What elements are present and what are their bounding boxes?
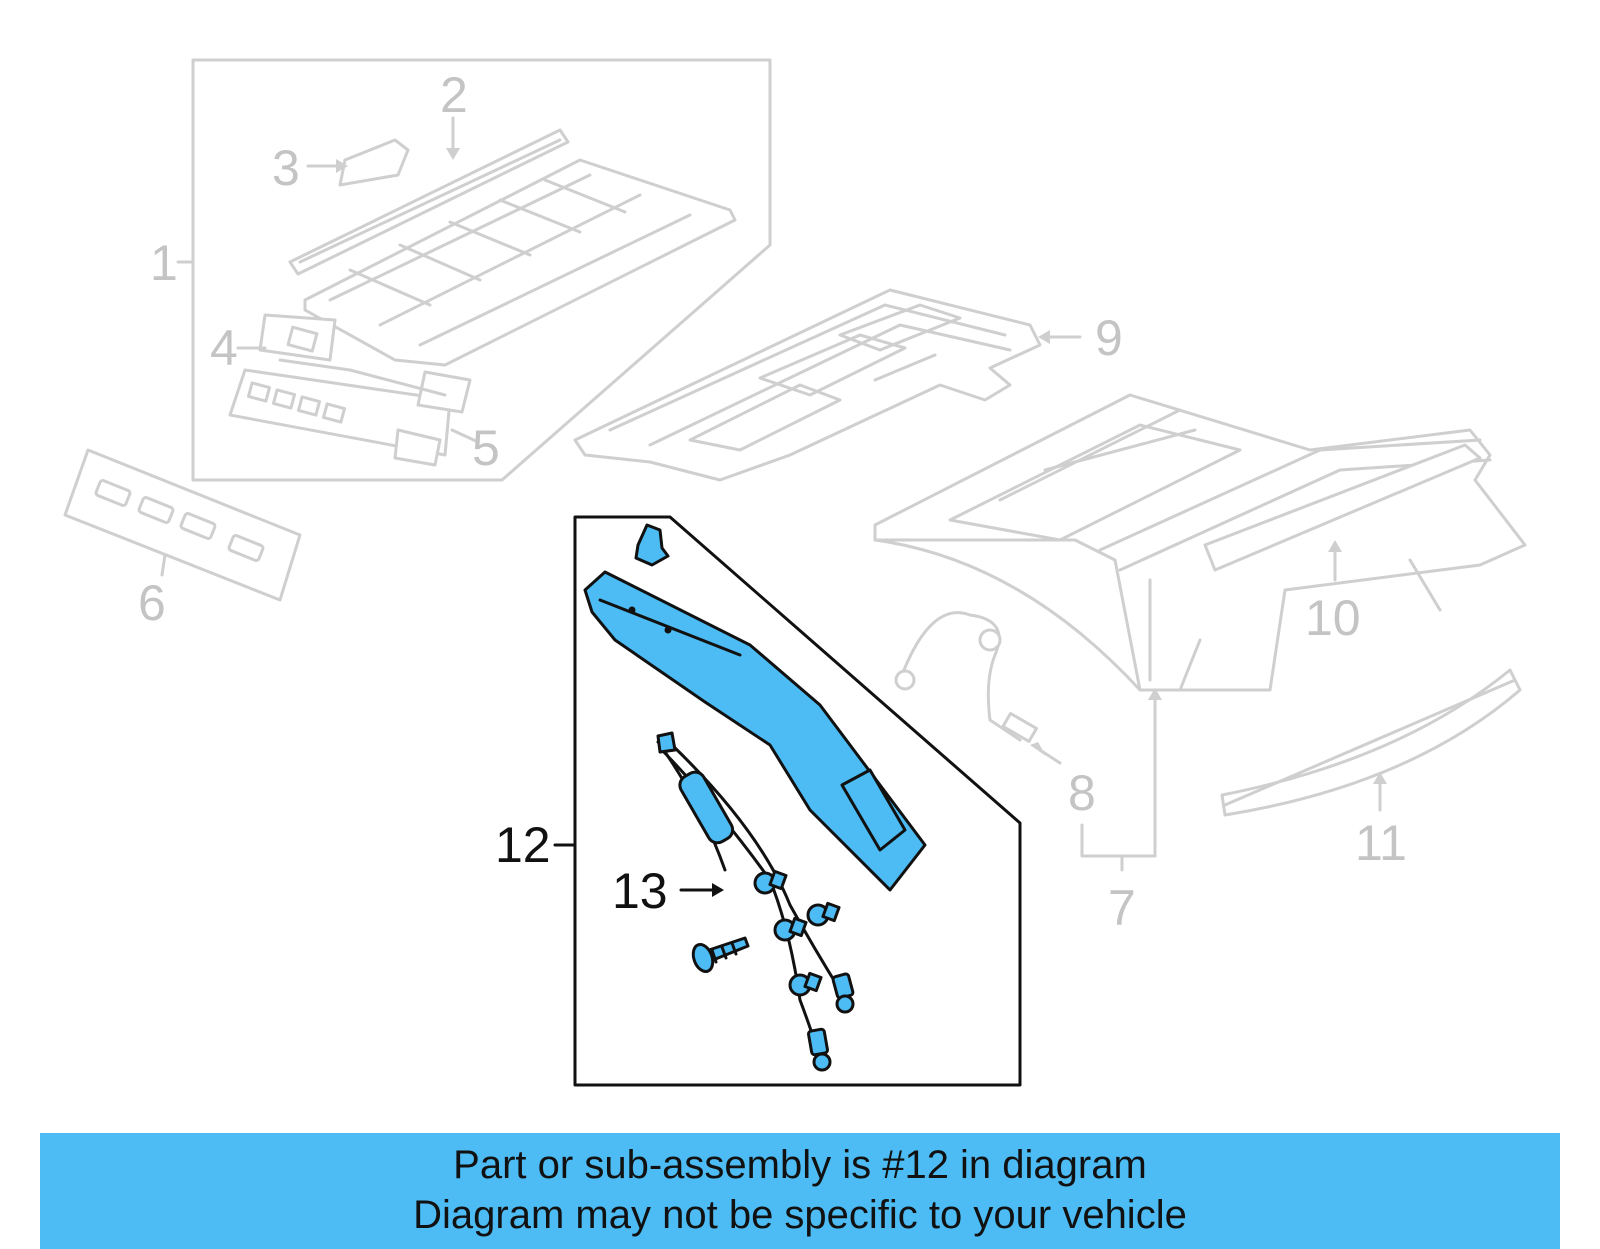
callout-9: 9 xyxy=(1095,310,1123,366)
callout-5: 5 xyxy=(472,420,500,476)
parts-diagram: 1 2 3 4 5 6 7 8 9 10 11 12 13 xyxy=(63,58,1527,1087)
roof-frame-9 xyxy=(573,288,1042,482)
grey-leaders xyxy=(176,116,1387,872)
callout-8: 8 xyxy=(1068,765,1096,821)
callout-13: 13 xyxy=(612,863,668,919)
banner-line-2: Diagram may not be specific to your vehi… xyxy=(413,1193,1187,1237)
assembly-1-group xyxy=(191,58,772,482)
pillar-trim-12 xyxy=(583,523,927,892)
callout-7: 7 xyxy=(1108,880,1136,936)
banner-line-1: Part or sub-assembly is #12 in diagram xyxy=(453,1143,1147,1187)
callout-11: 11 xyxy=(1355,815,1407,871)
callout-4: 4 xyxy=(210,320,238,376)
assembly-12-box xyxy=(553,515,1022,1087)
console-6 xyxy=(63,448,302,602)
airbag-harness-13 xyxy=(656,731,855,1072)
callout-3: 3 xyxy=(272,140,300,196)
callout-6: 6 xyxy=(138,575,166,631)
callout-2: 2 xyxy=(440,67,468,123)
callout-12: 12 xyxy=(495,817,551,873)
roof-assembly-7 xyxy=(873,393,1527,817)
callout-10: 10 xyxy=(1305,590,1361,646)
callout-1: 1 xyxy=(150,235,178,291)
info-banner: Part or sub-assembly is #12 in diagram D… xyxy=(40,1133,1560,1249)
